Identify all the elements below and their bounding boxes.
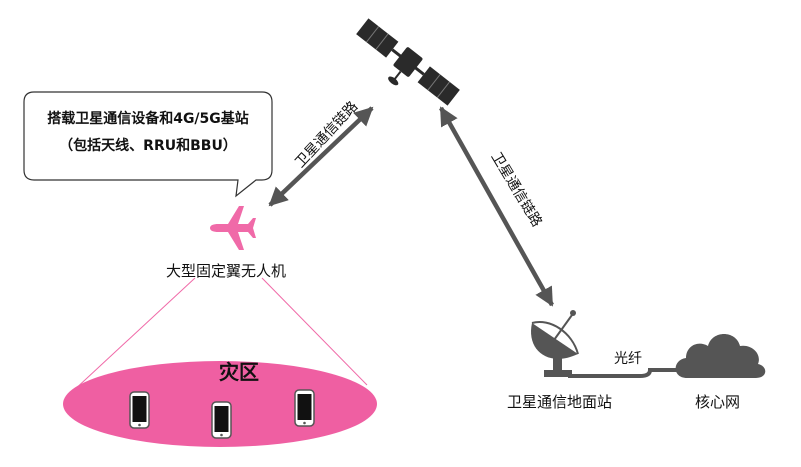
- phone-icon: [294, 389, 315, 427]
- callout-bubble: [23, 91, 273, 198]
- phone-icon: [129, 391, 150, 429]
- fiber-label: 光纤: [614, 351, 642, 367]
- right-satellite-link-arrow: [439, 106, 554, 307]
- callout-line-1: 搭载卫星通信设备和4G/5G基站: [47, 111, 249, 127]
- drone-label: 大型固定翼无人机: [166, 262, 287, 280]
- satellite-icon: [356, 18, 460, 106]
- callout-text: 搭载卫星通信设备和4G/5G基站 （包括天线、RRU和BBU）: [26, 106, 270, 160]
- disaster-area-label: 灾区: [219, 360, 259, 384]
- coverage-line-right: [261, 277, 368, 386]
- airplane-icon: [210, 206, 256, 250]
- cloud-icon: [675, 334, 766, 378]
- core-network-label: 核心网: [695, 393, 741, 411]
- fiber-link-line: [568, 368, 684, 378]
- left-satellite-link-arrow: [268, 106, 374, 207]
- ground-station-label: 卫星通信地面站: [507, 393, 613, 411]
- callout-line-2: （包括天线、RRU和BBU）: [59, 138, 237, 154]
- satellite-dish-icon: [531, 310, 579, 377]
- phone-icon: [211, 401, 232, 439]
- coverage-line-left: [71, 277, 196, 393]
